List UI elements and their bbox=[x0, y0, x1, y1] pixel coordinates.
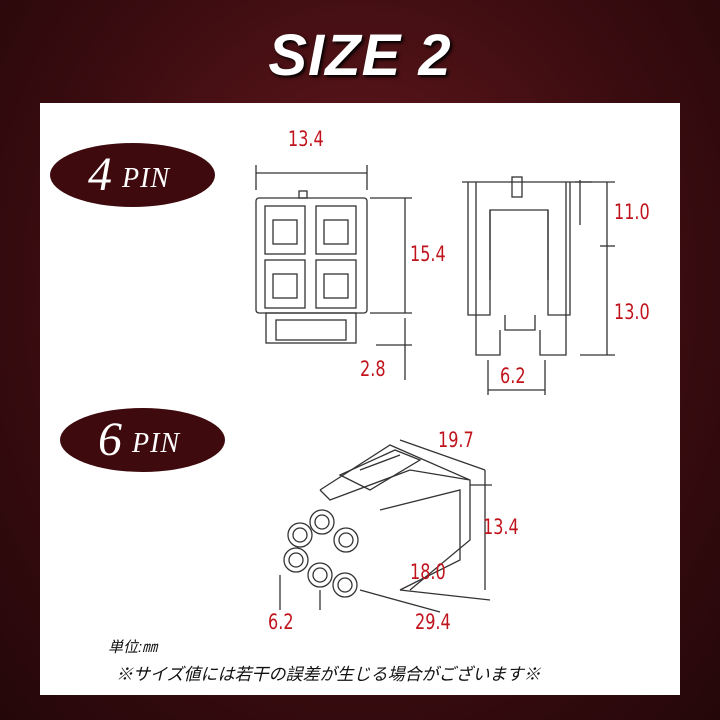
four-pin-height: 15.4 bbox=[410, 242, 446, 266]
four-pin-gap: 6.2 bbox=[500, 364, 526, 388]
four-pin-front-view bbox=[255, 165, 412, 380]
tolerance-note: ※サイズ値には若干の誤差が生じる場合がございます※ bbox=[116, 665, 541, 684]
six-pin-diameter: 6.2 bbox=[268, 610, 294, 634]
four-pin-count: 4 bbox=[88, 148, 112, 201]
six-pin-total: 29.4 bbox=[415, 610, 451, 634]
four-pin-label: PIN bbox=[122, 163, 171, 194]
four-pin-width: 13.4 bbox=[288, 127, 324, 151]
six-pin-count: 6 bbox=[98, 413, 122, 466]
four-pin-side-view bbox=[462, 176, 615, 395]
page-title: SIZE 2 bbox=[268, 23, 452, 88]
four-pin-bottom: 2.8 bbox=[360, 357, 386, 381]
four-pin-lower: 13.0 bbox=[614, 300, 650, 324]
six-pin-label: PIN bbox=[132, 428, 181, 459]
unit-label: 単位:㎜ bbox=[108, 639, 158, 656]
six-pin-3d-view bbox=[279, 439, 492, 613]
six-pin-badge: 6 PIN bbox=[60, 408, 225, 472]
six-pin-length: 19.7 bbox=[438, 428, 474, 452]
four-pin-badge: 4 PIN bbox=[50, 143, 215, 207]
four-pin-upper: 11.0 bbox=[614, 200, 650, 224]
six-pin-height: 13.4 bbox=[483, 515, 519, 539]
six-pin-mid: 18.0 bbox=[410, 560, 446, 584]
